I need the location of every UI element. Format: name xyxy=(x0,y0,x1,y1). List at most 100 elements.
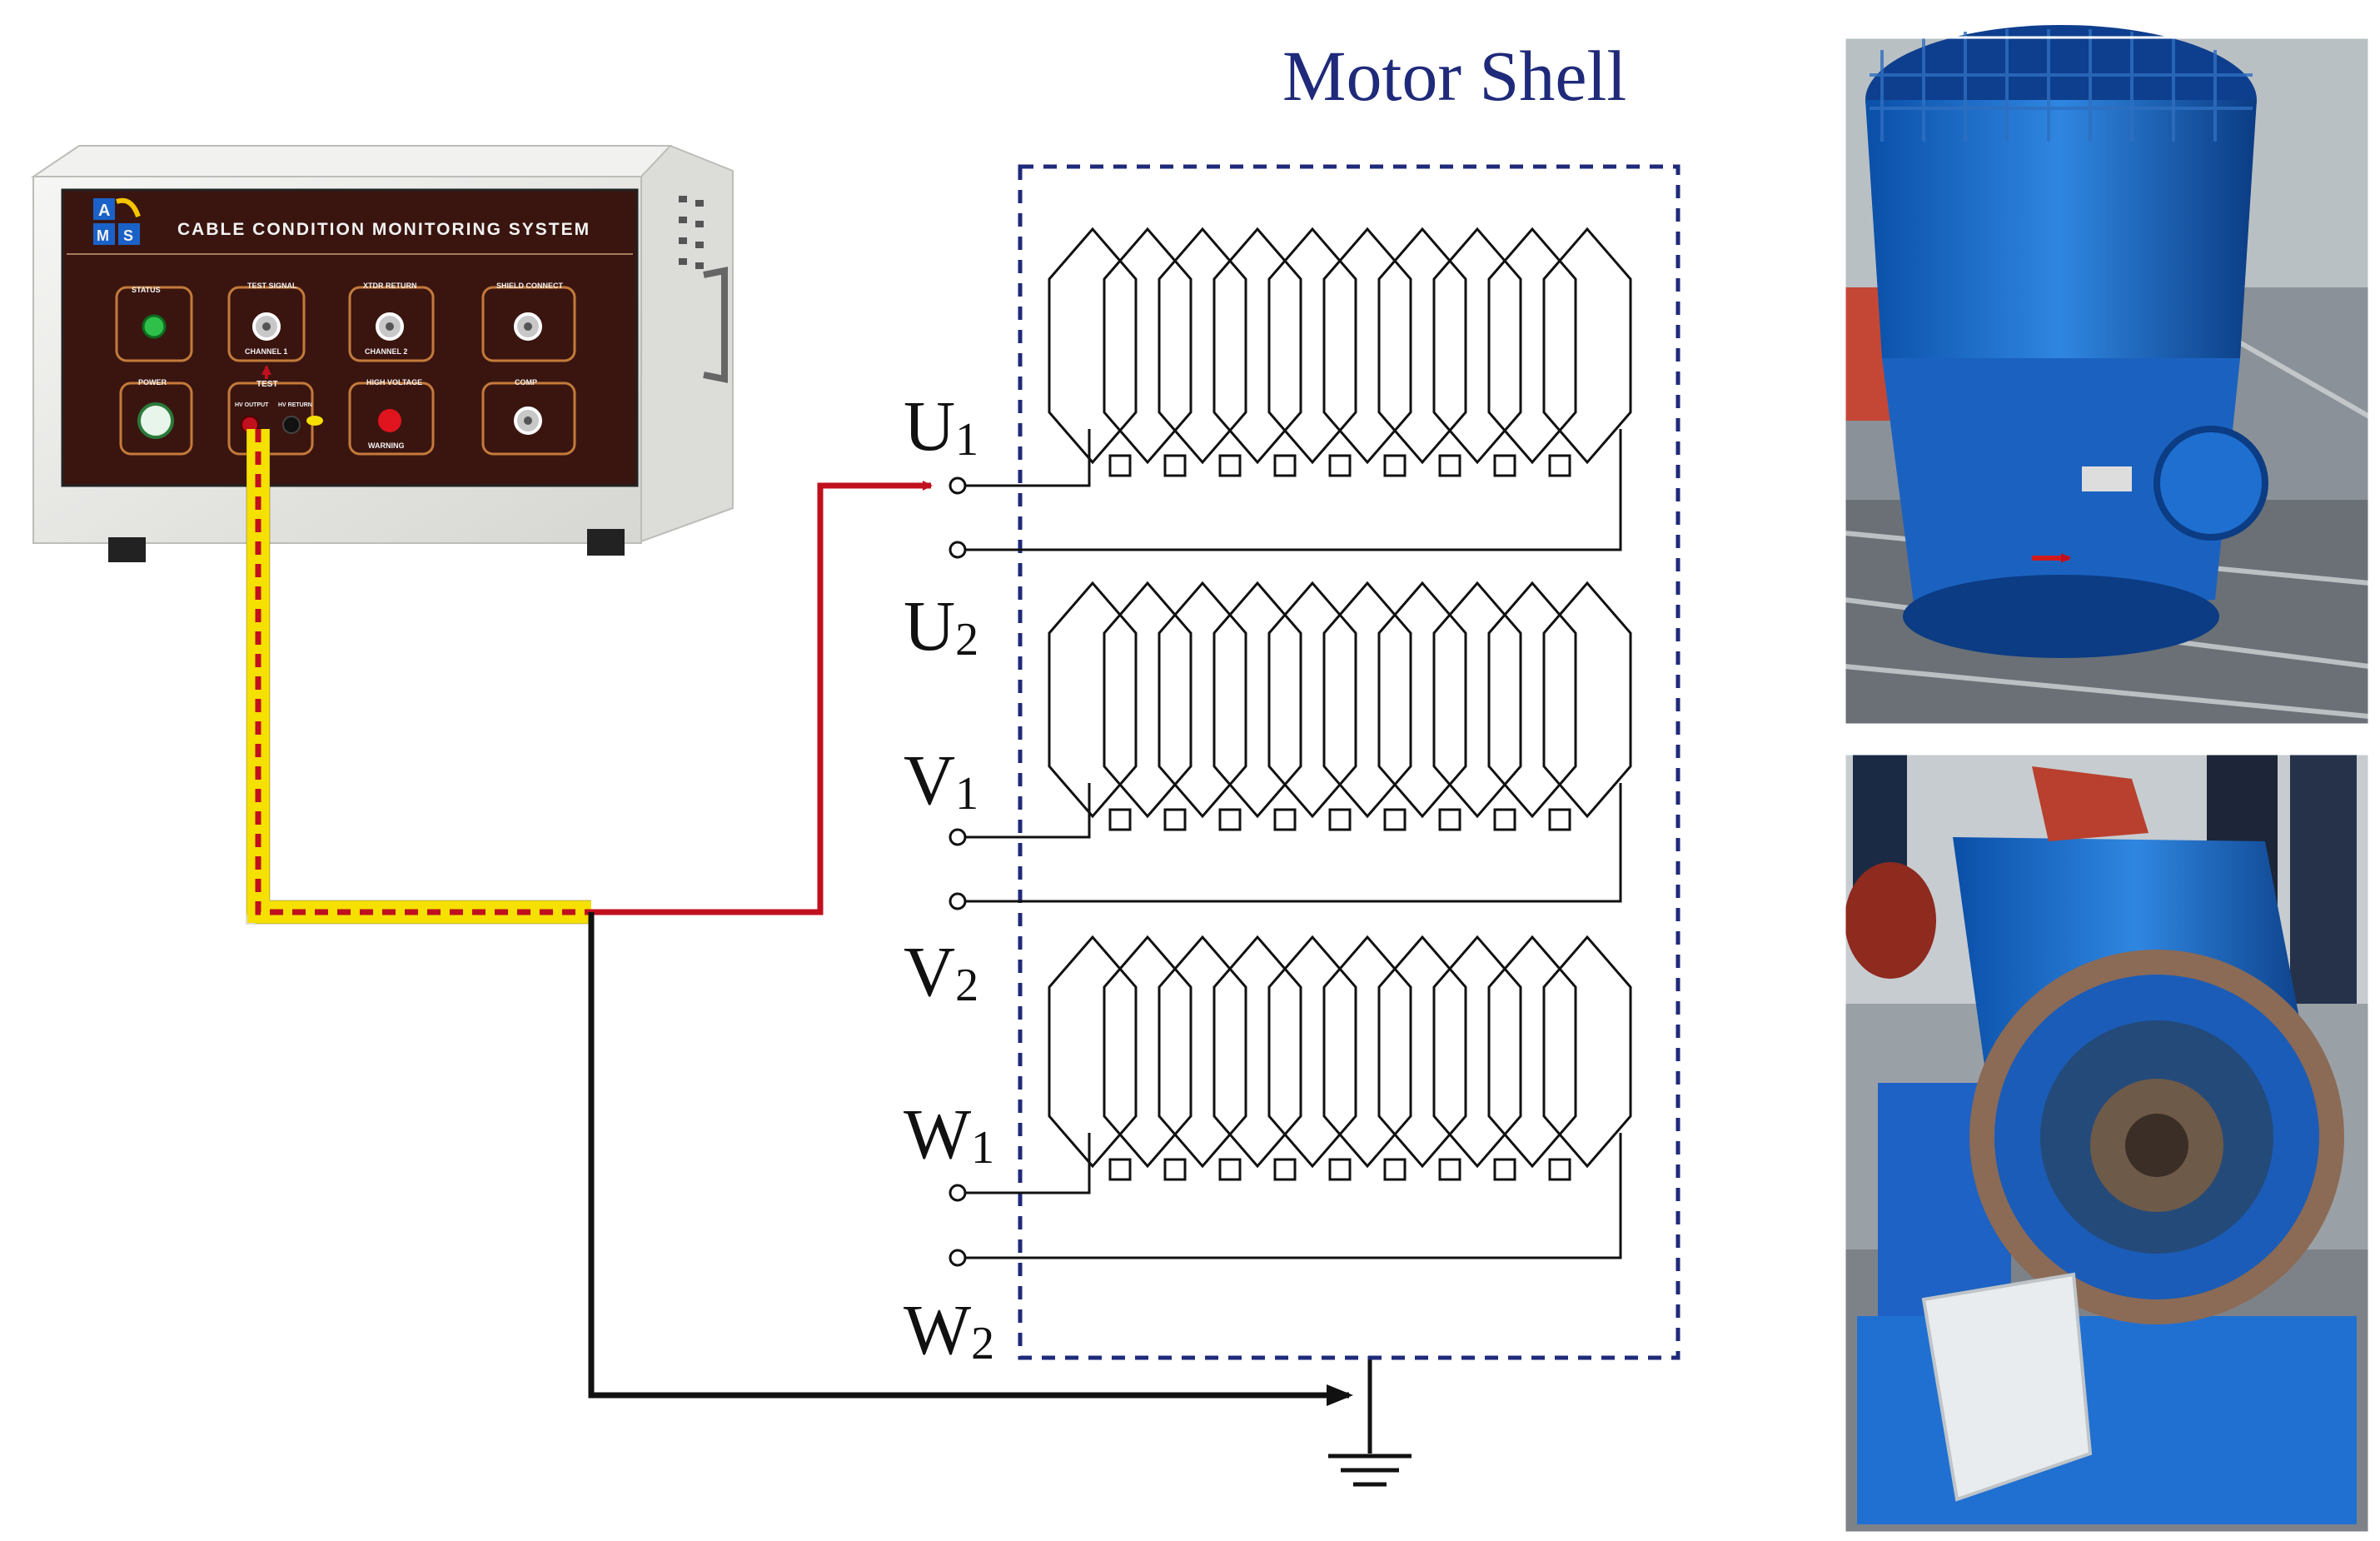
jack-indicator xyxy=(306,416,323,426)
winding-lead-start xyxy=(966,1133,1091,1194)
coil-joint xyxy=(1548,808,1571,831)
coil-joint xyxy=(1438,454,1461,477)
motor-photo-bottom xyxy=(1843,752,2371,1534)
coil-joint xyxy=(1108,1158,1132,1181)
warning-label: WARNING xyxy=(368,441,405,450)
winding-coil xyxy=(1048,227,1138,465)
terminal-node xyxy=(949,476,967,495)
hv-return-label: HV RETURN xyxy=(278,402,312,408)
winding-coil xyxy=(1212,227,1302,465)
winding-coil xyxy=(1487,227,1577,465)
comp-module: COMP xyxy=(481,378,576,456)
power-module: POWER xyxy=(119,378,193,456)
ground-symbol xyxy=(1328,1356,1412,1487)
shield-module: SHIELD CONNECT xyxy=(481,282,576,362)
coil-joint xyxy=(1108,454,1132,477)
terminal-node xyxy=(949,1184,967,1202)
winding-u xyxy=(949,227,1632,559)
winding-coil xyxy=(1212,935,1302,1169)
coil-joint xyxy=(1273,454,1297,477)
comp-label: COMP xyxy=(515,378,537,386)
winding-coil xyxy=(1212,581,1302,819)
motor-photo-top xyxy=(1843,25,2371,726)
shield-connect-label: SHIELD CONNECT xyxy=(496,282,564,290)
winding-coil xyxy=(1267,227,1357,465)
high-voltage-label: HIGH VOLTAGE xyxy=(366,378,422,386)
logo-letter-a: A xyxy=(98,202,110,220)
coil-joint xyxy=(1328,454,1352,477)
ground-arrowhead xyxy=(1327,1384,1353,1406)
winding-coil xyxy=(1432,935,1522,1169)
winding-coil xyxy=(1048,581,1138,819)
test-label: TEST xyxy=(256,380,278,389)
winding-coil xyxy=(1103,227,1192,465)
channel1-label: CHANNEL 1 xyxy=(245,347,287,356)
winding-coil xyxy=(1542,581,1632,819)
winding-lead-start xyxy=(966,429,1091,487)
winding-coil xyxy=(1377,227,1467,465)
winding-lead-start xyxy=(966,783,1091,839)
coil-joint xyxy=(1328,808,1352,831)
channel2-label: CHANNEL 2 xyxy=(365,347,407,356)
device-handle xyxy=(703,267,728,383)
winding-lead-end xyxy=(966,429,1622,551)
winding-coil xyxy=(1542,935,1632,1169)
terminal-label-u1: U1 xyxy=(904,386,978,466)
ground-wire xyxy=(588,912,1349,1399)
winding-coil xyxy=(1322,581,1412,819)
coil-joint xyxy=(1163,454,1187,477)
coil-joint xyxy=(1163,808,1187,831)
coil-joint xyxy=(1328,1158,1352,1181)
motor-shell-title: Motor Shell xyxy=(1282,36,1626,116)
coil-joint xyxy=(1548,454,1571,477)
device-top xyxy=(30,145,673,177)
coil-joint xyxy=(1383,1158,1407,1181)
coil-joint xyxy=(1218,454,1242,477)
winding-coil xyxy=(1487,581,1577,819)
winding-coil xyxy=(1377,935,1467,1169)
coil-joint xyxy=(1438,1158,1461,1181)
hv-return-jack[interactable] xyxy=(282,416,301,434)
signal-wire xyxy=(591,481,933,915)
winding-coil xyxy=(1048,935,1138,1169)
monitoring-device: A M S CABLE CONDITION MONITORING SYSTEM … xyxy=(30,144,734,562)
power-label: POWER xyxy=(138,378,167,386)
winding-coil xyxy=(1158,935,1247,1169)
winding-coil xyxy=(1377,581,1467,819)
xtdr-return-label: XTDR RETURN xyxy=(363,282,417,290)
coil-joint xyxy=(1273,808,1297,831)
coil-joint xyxy=(1493,454,1516,477)
logo-letter-m: M xyxy=(97,227,109,244)
coil-joint xyxy=(1548,1158,1571,1181)
coil-joint xyxy=(1273,1158,1297,1181)
terminal-node xyxy=(949,541,967,559)
terminal-label-u2: U2 xyxy=(904,586,978,666)
terminal-node xyxy=(949,1249,967,1267)
device-side xyxy=(640,144,734,543)
power-button[interactable] xyxy=(137,402,174,439)
motor-shell-boundary xyxy=(1018,164,1680,1360)
stator-windings xyxy=(949,227,1632,1267)
terminal-labels: U1 U2 V1 V2 W1 W2 xyxy=(904,386,994,1369)
winding-coil xyxy=(1103,581,1192,819)
side-vents xyxy=(679,196,704,269)
coil-joint xyxy=(1218,808,1242,831)
winding-lead-end xyxy=(966,1133,1622,1259)
hv-output-label: HV OUTPUT xyxy=(235,402,269,408)
device-foot-left xyxy=(108,537,146,562)
warning-lamp xyxy=(378,409,401,432)
winding-coil xyxy=(1487,935,1577,1169)
coil-joint xyxy=(1493,808,1516,831)
terminal-node xyxy=(949,892,967,910)
coil-joint xyxy=(1163,1158,1187,1181)
winding-w xyxy=(949,935,1632,1267)
status-module: STATUS xyxy=(115,286,193,362)
channel2-module: XTDR RETURN CHANNEL 2 xyxy=(348,282,435,362)
channel1-module: TEST SIGNAL CHANNEL 1 xyxy=(227,282,306,362)
terminal-node xyxy=(949,828,967,846)
status-label: STATUS xyxy=(132,286,161,294)
winding-coil xyxy=(1322,935,1412,1169)
terminal-label-w2: W2 xyxy=(904,1289,994,1369)
warning-module: HIGH VOLTAGE WARNING xyxy=(348,378,435,456)
